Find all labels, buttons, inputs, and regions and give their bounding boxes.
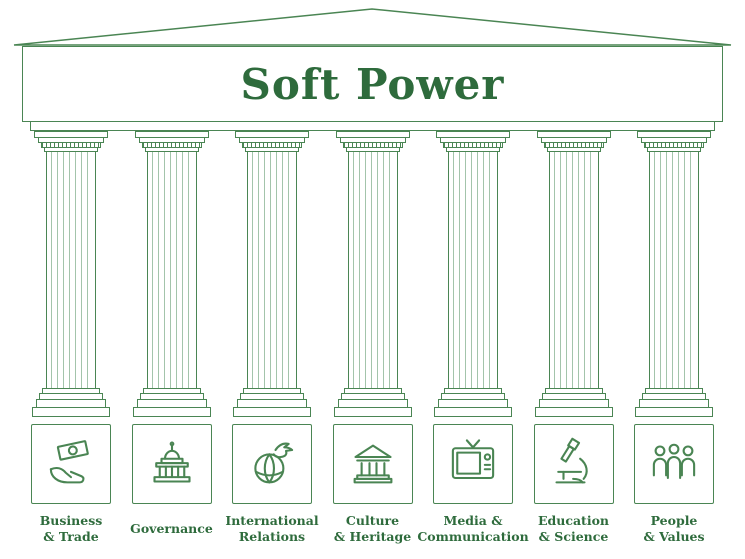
column-fluting [553, 152, 594, 388]
column-shaft [649, 151, 699, 389]
icon-box [31, 424, 111, 504]
icon-box [131, 424, 212, 504]
money-hand-icon [49, 440, 89, 484]
column-fluting [151, 152, 192, 388]
entablature: Soft Power [22, 46, 723, 122]
base-plinth-lower [635, 407, 713, 417]
column-base [125, 388, 219, 417]
capitol-building-icon [152, 441, 191, 483]
icon-box [433, 424, 513, 504]
column-fluting [252, 152, 292, 388]
column-base [24, 388, 118, 417]
base-plinth-lower [333, 407, 412, 417]
microscope-icon [554, 437, 588, 484]
column-base [527, 388, 621, 417]
pillar-international-relations: International Relations [225, 131, 319, 546]
icon-box [634, 424, 714, 504]
pillar-culture-heritage: Culture & Heritage [326, 131, 420, 546]
title: Soft Power [240, 59, 505, 109]
column-shaft [46, 151, 96, 389]
column-shaft [548, 151, 599, 389]
pediment [13, 8, 732, 46]
column-capital [24, 131, 118, 152]
column-capital [426, 131, 520, 152]
column-fluting [352, 152, 393, 388]
column-fluting [654, 152, 694, 388]
column-shaft [347, 151, 398, 389]
column-base [627, 388, 721, 417]
pillar-label: People & Values [643, 513, 705, 544]
pillars-row: Business & Trade [0, 131, 745, 546]
icon-box [533, 424, 614, 504]
pillar-governance: Governance [125, 131, 219, 546]
column-capital [125, 131, 219, 152]
base-plinth-lower [132, 407, 211, 417]
column-base [426, 388, 520, 417]
column-shaft [448, 151, 498, 389]
pillar-label: Media & Communication [417, 513, 529, 544]
cornice-ledge [30, 122, 715, 131]
column-shaft [247, 151, 297, 389]
column-fluting [51, 152, 91, 388]
column-capital [326, 131, 420, 152]
column-fluting [453, 152, 493, 388]
column-shaft [146, 151, 197, 389]
television-icon [451, 439, 495, 480]
pillar-label: International Relations [225, 513, 319, 544]
base-plinth-lower [32, 407, 110, 417]
pillar-label: Governance [130, 521, 213, 537]
pillar-label: Culture & Heritage [333, 513, 412, 544]
column-base [326, 388, 420, 417]
globe-dove-icon [254, 442, 294, 484]
temple-icon [353, 444, 392, 484]
icon-box [332, 424, 413, 504]
column-base [225, 388, 319, 417]
people-group-icon [652, 443, 696, 480]
pillar-media-communication: Media & Communication [417, 131, 529, 546]
column-capital [225, 131, 319, 152]
pillar-education-science: Education & Science [527, 131, 621, 546]
icon-box [232, 424, 312, 504]
base-plinth-lower [534, 407, 613, 417]
base-plinth-lower [434, 407, 512, 417]
pillar-label: Education & Science [537, 513, 609, 544]
column-capital [627, 131, 721, 152]
pillar-people-values: People & Values [627, 131, 721, 546]
pillar-business-trade: Business & Trade [24, 131, 118, 546]
column-capital [527, 131, 621, 152]
pillar-label: Business & Trade [39, 513, 103, 544]
base-plinth-lower [233, 407, 311, 417]
